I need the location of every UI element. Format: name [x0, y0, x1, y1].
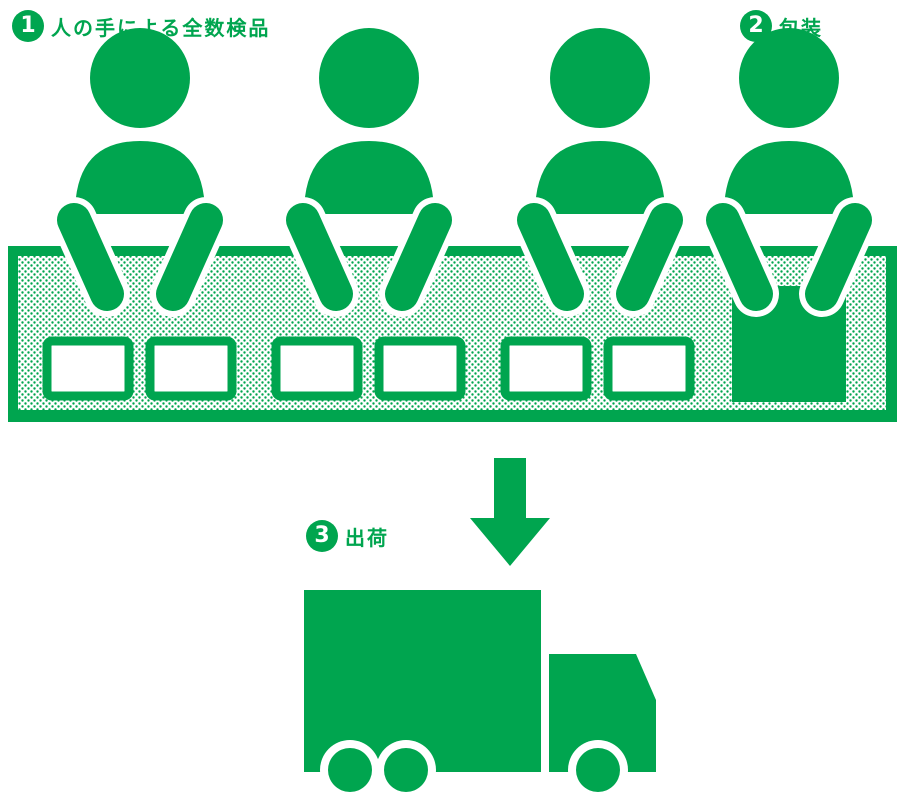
product-box-icon	[47, 341, 129, 396]
product-box-icon	[379, 341, 461, 396]
worker-icon	[724, 28, 854, 214]
worker-icon	[535, 28, 665, 214]
product-box-icon	[608, 341, 690, 396]
truck-icon	[304, 590, 656, 794]
worker-icon	[75, 28, 205, 214]
product-box-icon	[505, 341, 587, 396]
product-box-icon	[150, 341, 232, 396]
down-arrow-icon	[470, 458, 550, 566]
worker-icon	[304, 28, 434, 214]
product-box-icon	[276, 341, 358, 396]
